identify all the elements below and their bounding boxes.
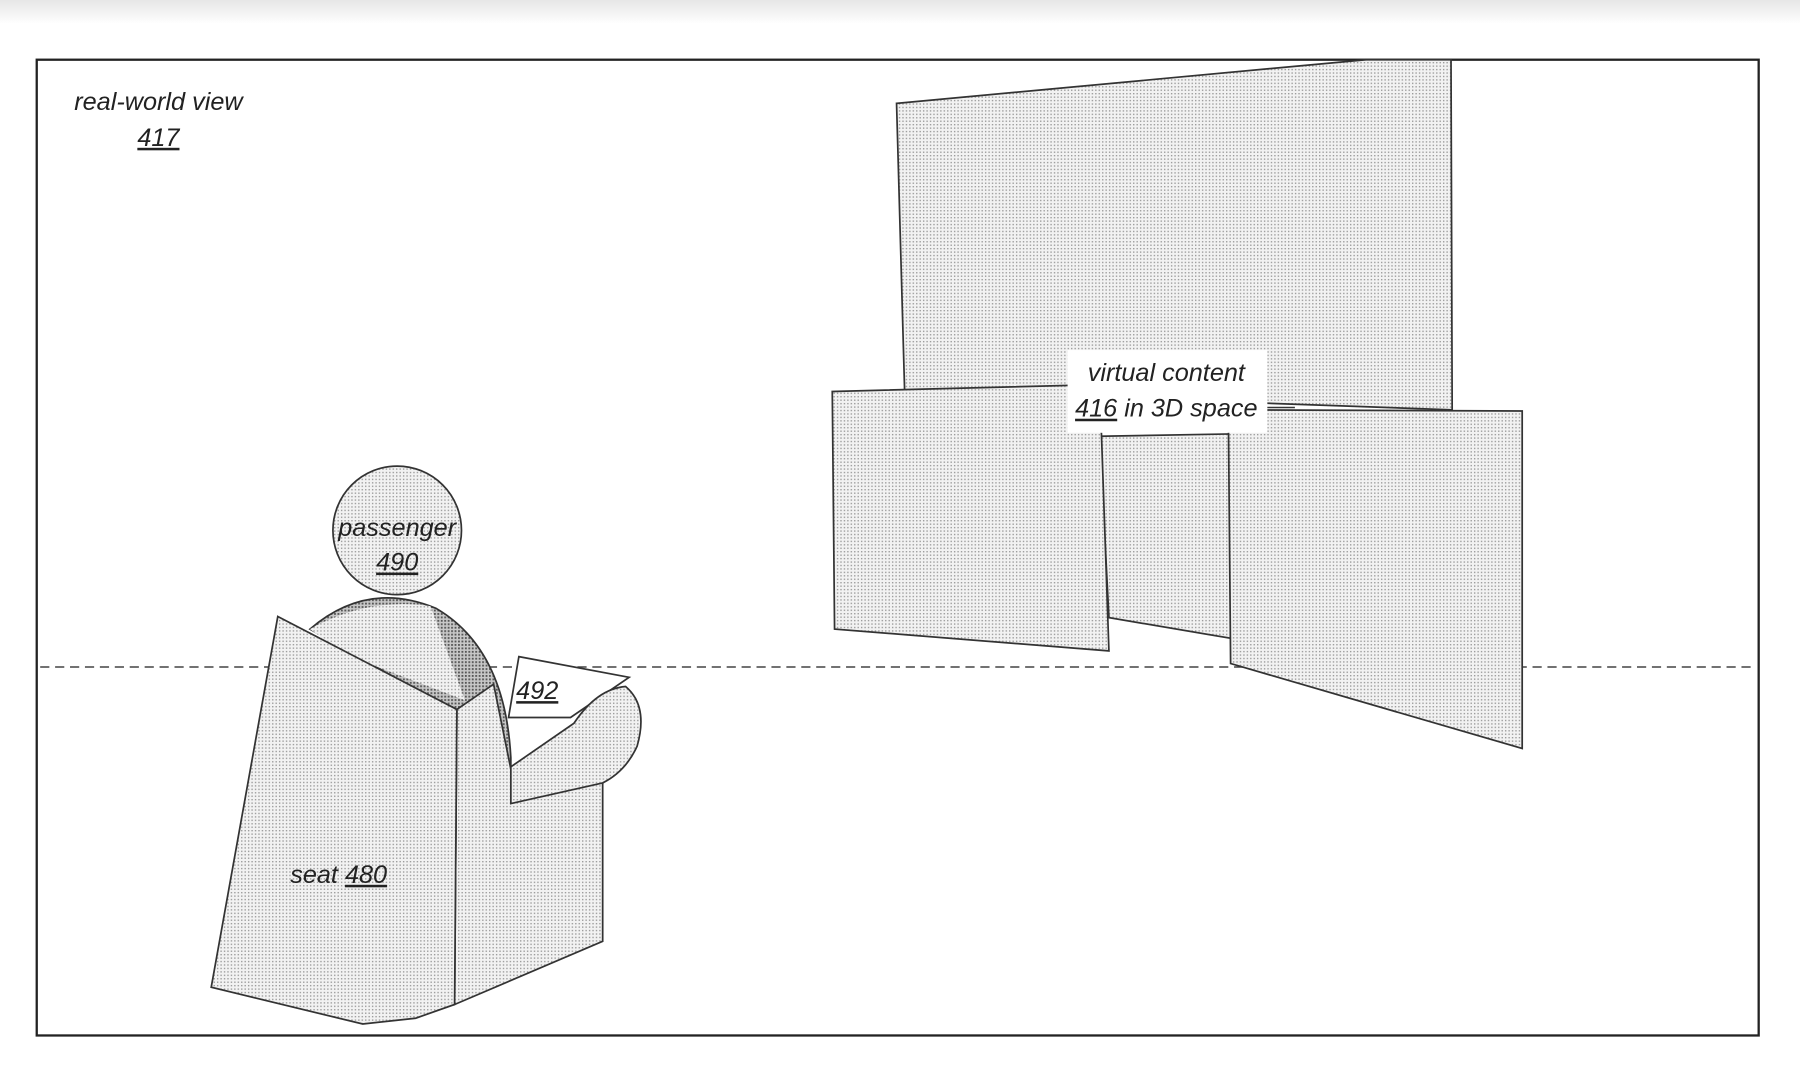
passenger-ref: 490 [376,549,418,577]
view-label: real-world view [74,88,244,116]
device-492 [507,655,632,719]
passenger [210,465,642,1025]
content-label-rest: in 3D space [1117,395,1257,423]
content-label: virtual content [1088,359,1246,387]
seat-front [210,615,458,1025]
device-ref: 492 [516,677,558,705]
panel-left [831,383,1110,652]
content-label-line2: 416 in 3D space [1075,395,1258,423]
passenger-head [332,465,463,596]
frame [35,58,1760,1037]
panel-top [895,58,1454,411]
passenger-arm [509,685,642,805]
seat-label: seat 480 [290,861,387,889]
content-label-box [1067,350,1268,433]
panel-middle [1098,433,1232,640]
virtual-content [831,58,1524,750]
view-ref: 417 [137,124,180,152]
panel-right [1227,408,1524,750]
content-ref: 416 [1075,395,1118,423]
top-bar [0,0,1800,24]
seat-ref: 480 [345,861,387,889]
passenger-shoulder [309,604,465,701]
seat-text: seat [290,861,345,889]
passenger-label: passenger [337,514,458,542]
